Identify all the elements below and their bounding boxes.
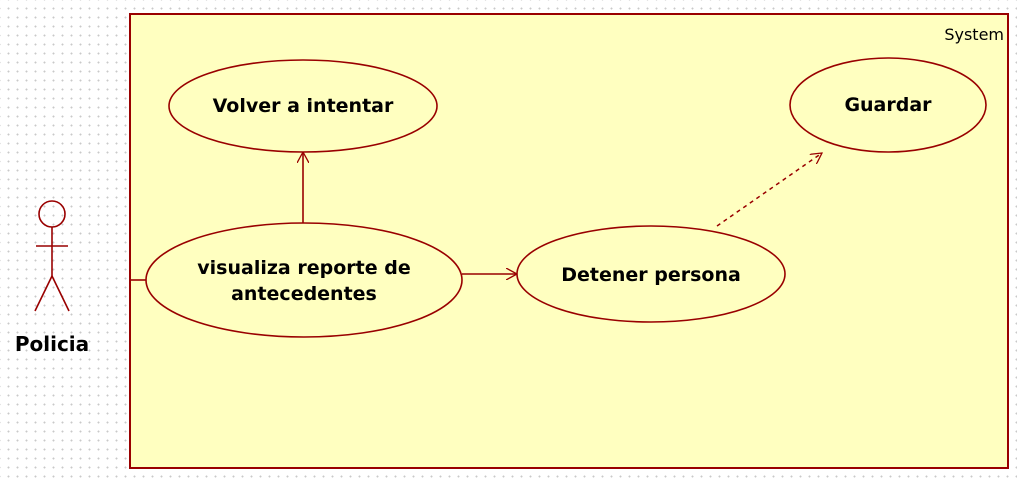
use-case-visualiza-reporte[interactable]: visualiza reporte de antecedentes bbox=[145, 222, 463, 338]
use-case-volver-a-intentar[interactable]: Volver a intentar bbox=[168, 59, 438, 153]
use-case-detener-persona[interactable]: Detener persona bbox=[516, 225, 786, 323]
actor-name: Policia bbox=[15, 332, 89, 356]
use-case-label: Guardar bbox=[844, 94, 932, 116]
stick-figure-icon bbox=[34, 200, 70, 312]
use-case-guardar[interactable]: Guardar bbox=[789, 57, 987, 153]
use-case-label-line-1: visualiza reporte de bbox=[197, 257, 410, 279]
system-label: System bbox=[944, 25, 1004, 44]
use-case-label-line-2: antecedentes bbox=[231, 283, 377, 305]
use-case-label: Detener persona bbox=[561, 264, 741, 286]
use-case-label: Volver a intentar bbox=[213, 95, 394, 117]
dependency-detener-to-guardar bbox=[716, 153, 822, 227]
actor-policia[interactable]: Policia bbox=[15, 200, 89, 356]
